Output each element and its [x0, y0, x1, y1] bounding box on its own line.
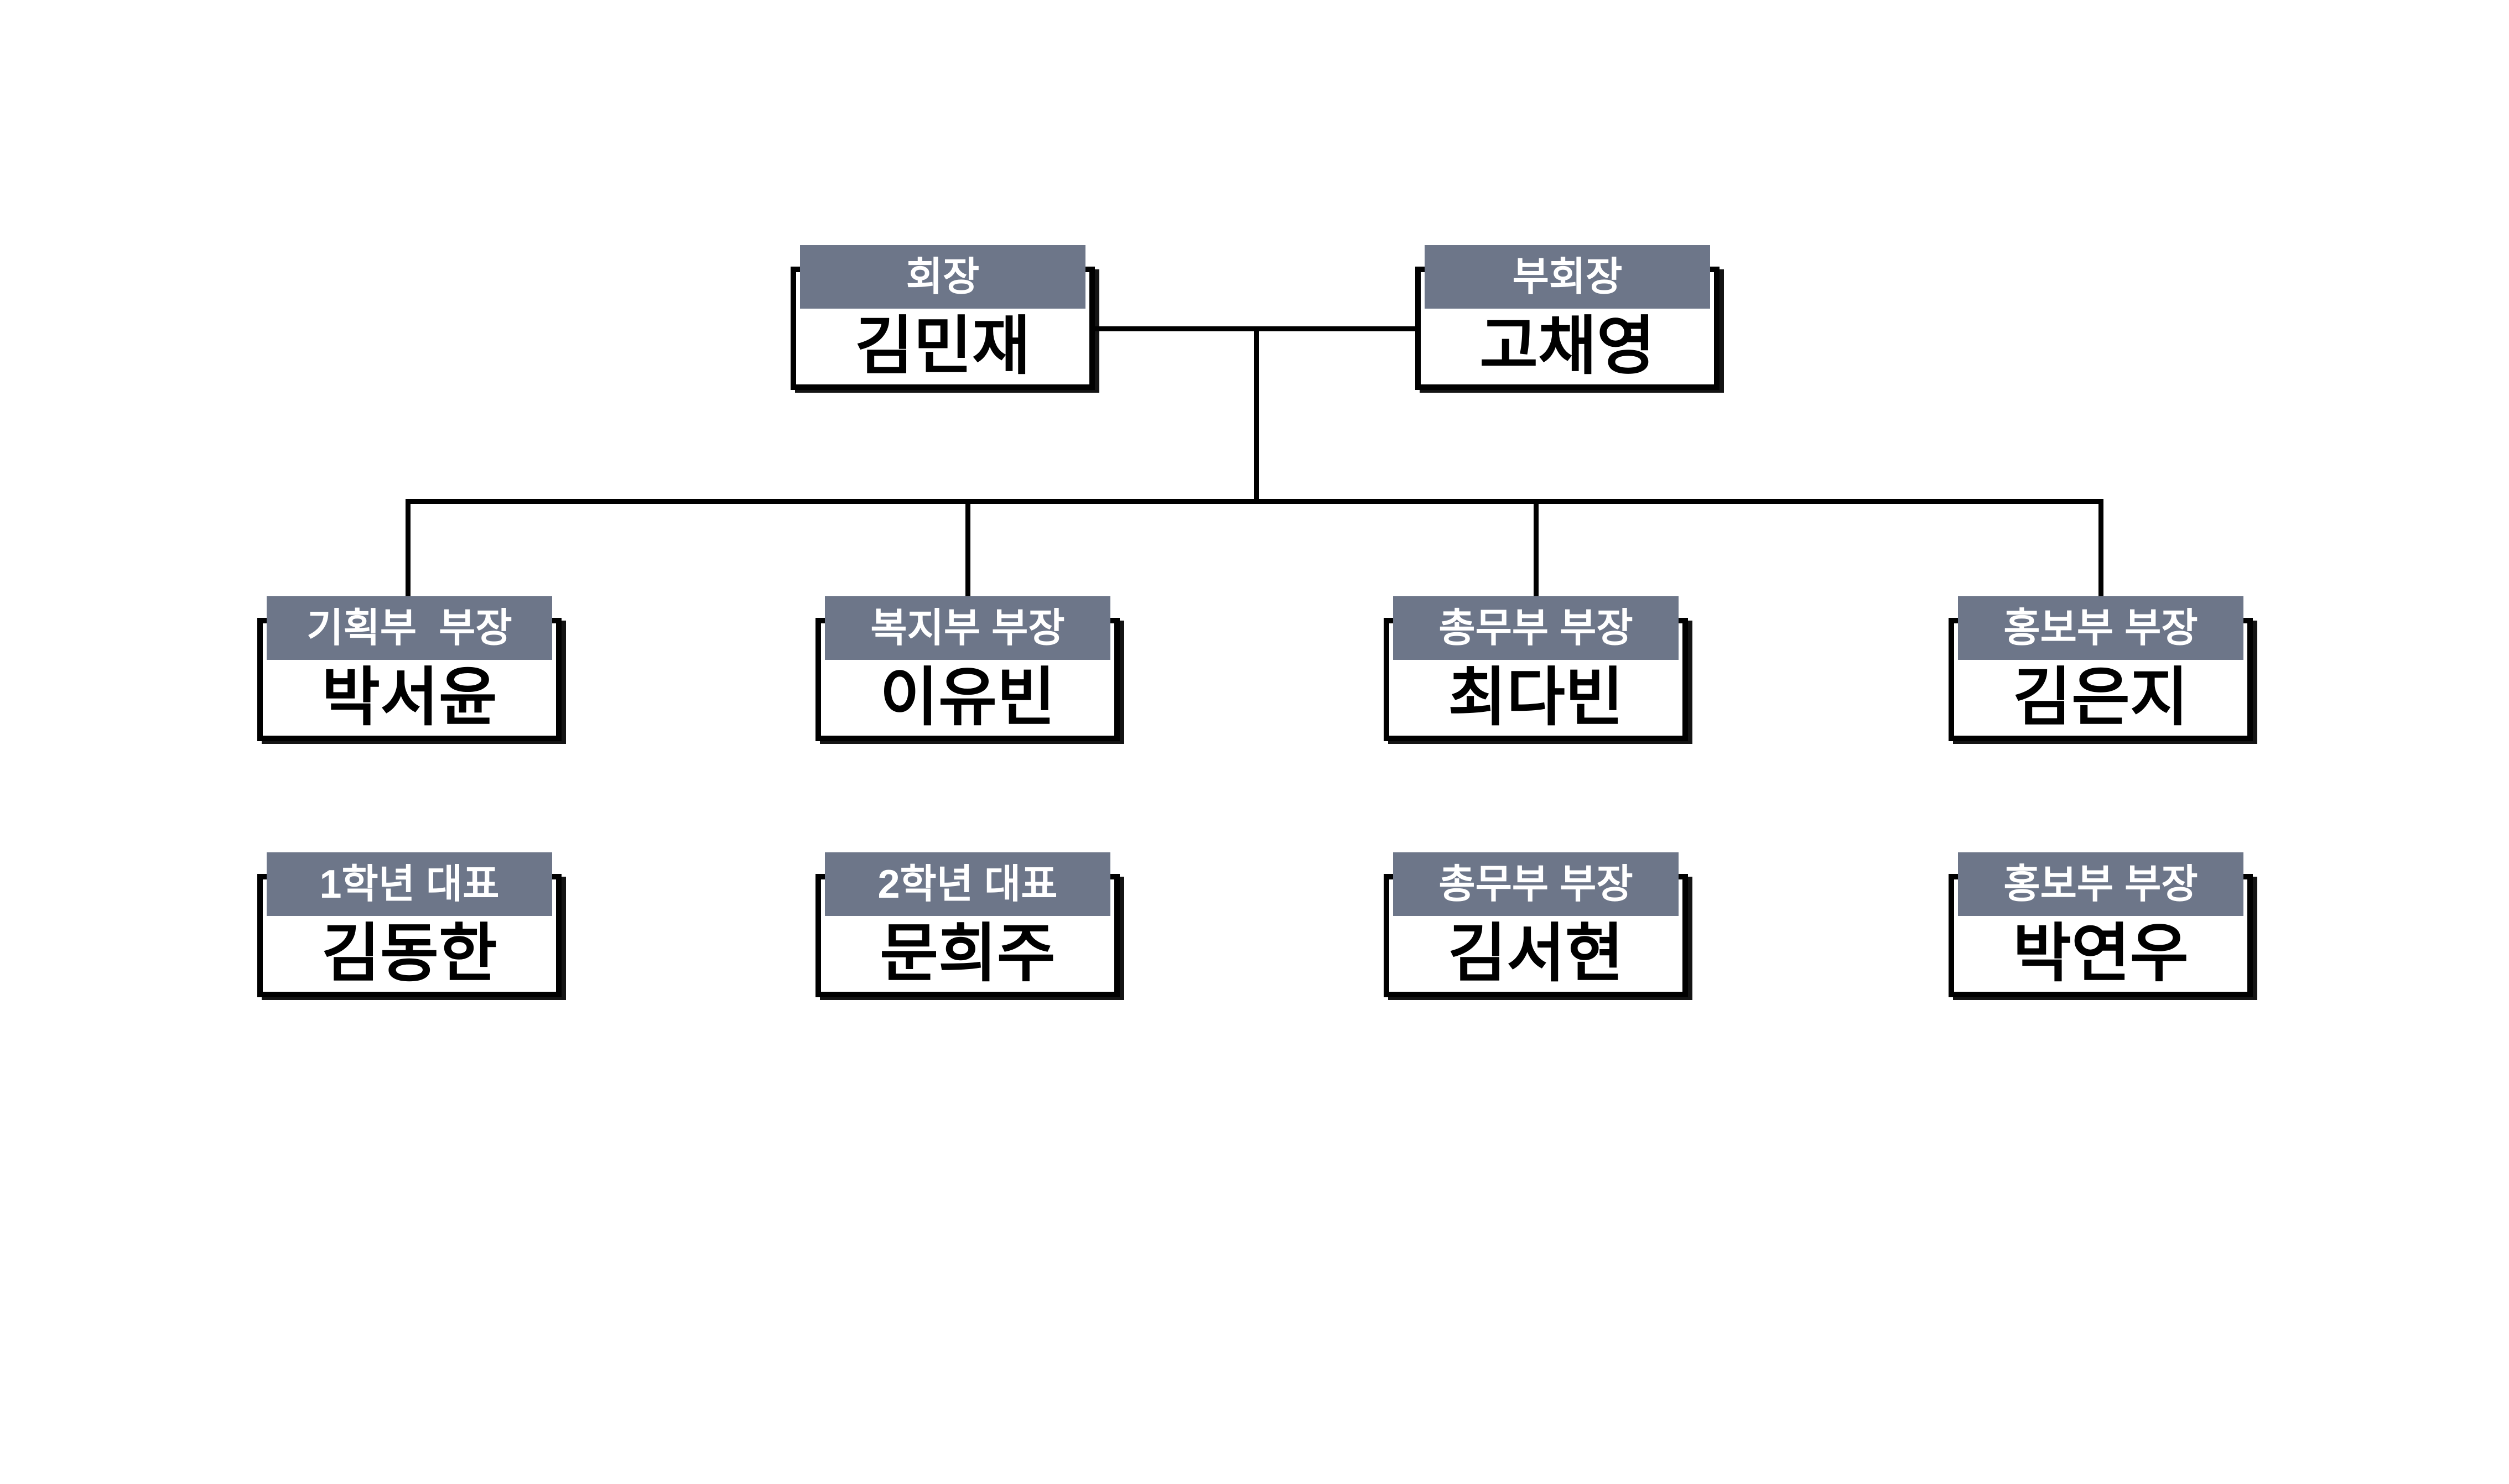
member-name: 김민재 — [855, 311, 1031, 382]
connector-center-spine — [1254, 326, 1259, 504]
member-name: 김동한 — [321, 918, 497, 989]
node-welfare-head: 복지부 부장 이유빈 — [815, 596, 1120, 741]
role-tab: 부회장 — [1425, 245, 1710, 309]
node-pr-head-2: 홍보부 부장 박연우 — [1949, 852, 2253, 997]
role-tab: 총무부 부장 — [1393, 852, 1679, 916]
node-pr-head: 홍보부 부장 김은지 — [1949, 596, 2253, 741]
role-tab: 1학년 대표 — [267, 852, 552, 916]
role-tab: 홍보부 부장 — [1958, 852, 2243, 916]
role-tab: 회장 — [800, 245, 1085, 309]
member-name: 이유빈 — [880, 662, 1056, 733]
member-name: 최다빈 — [1448, 662, 1624, 733]
node-vice-chairman: 부회장 고채영 — [1415, 245, 1720, 390]
node-general-affairs-head-2: 총무부 부장 김서현 — [1384, 852, 1688, 997]
member-name: 김은지 — [2013, 662, 2189, 733]
connector-drop-pr — [2098, 499, 2103, 596]
member-name: 김서현 — [1448, 918, 1624, 989]
role-tab: 총무부 부장 — [1393, 596, 1679, 660]
member-name: 문희주 — [880, 918, 1056, 989]
member-name: 박연우 — [2013, 918, 2189, 989]
role-tab: 2학년 대표 — [825, 852, 1110, 916]
node-year2-representative: 2학년 대표 문희주 — [815, 852, 1120, 997]
node-year1-representative: 1학년 대표 김동한 — [257, 852, 562, 997]
role-tab: 복지부 부장 — [825, 596, 1110, 660]
role-tab: 기획부 부장 — [267, 596, 552, 660]
node-planning-head: 기획부 부장 박서윤 — [257, 596, 562, 741]
member-name: 고채영 — [1479, 311, 1655, 382]
connector-drop-general-affairs — [1534, 499, 1539, 596]
role-tab: 홍보부 부장 — [1958, 596, 2243, 660]
connector-drop-welfare — [965, 499, 970, 596]
connector-drop-planning — [406, 499, 411, 596]
node-general-affairs-head: 총무부 부장 최다빈 — [1384, 596, 1688, 741]
node-chairman: 회장 김민재 — [791, 245, 1095, 390]
member-name: 박서윤 — [321, 662, 497, 733]
connector-distribution-rail — [406, 499, 2103, 504]
